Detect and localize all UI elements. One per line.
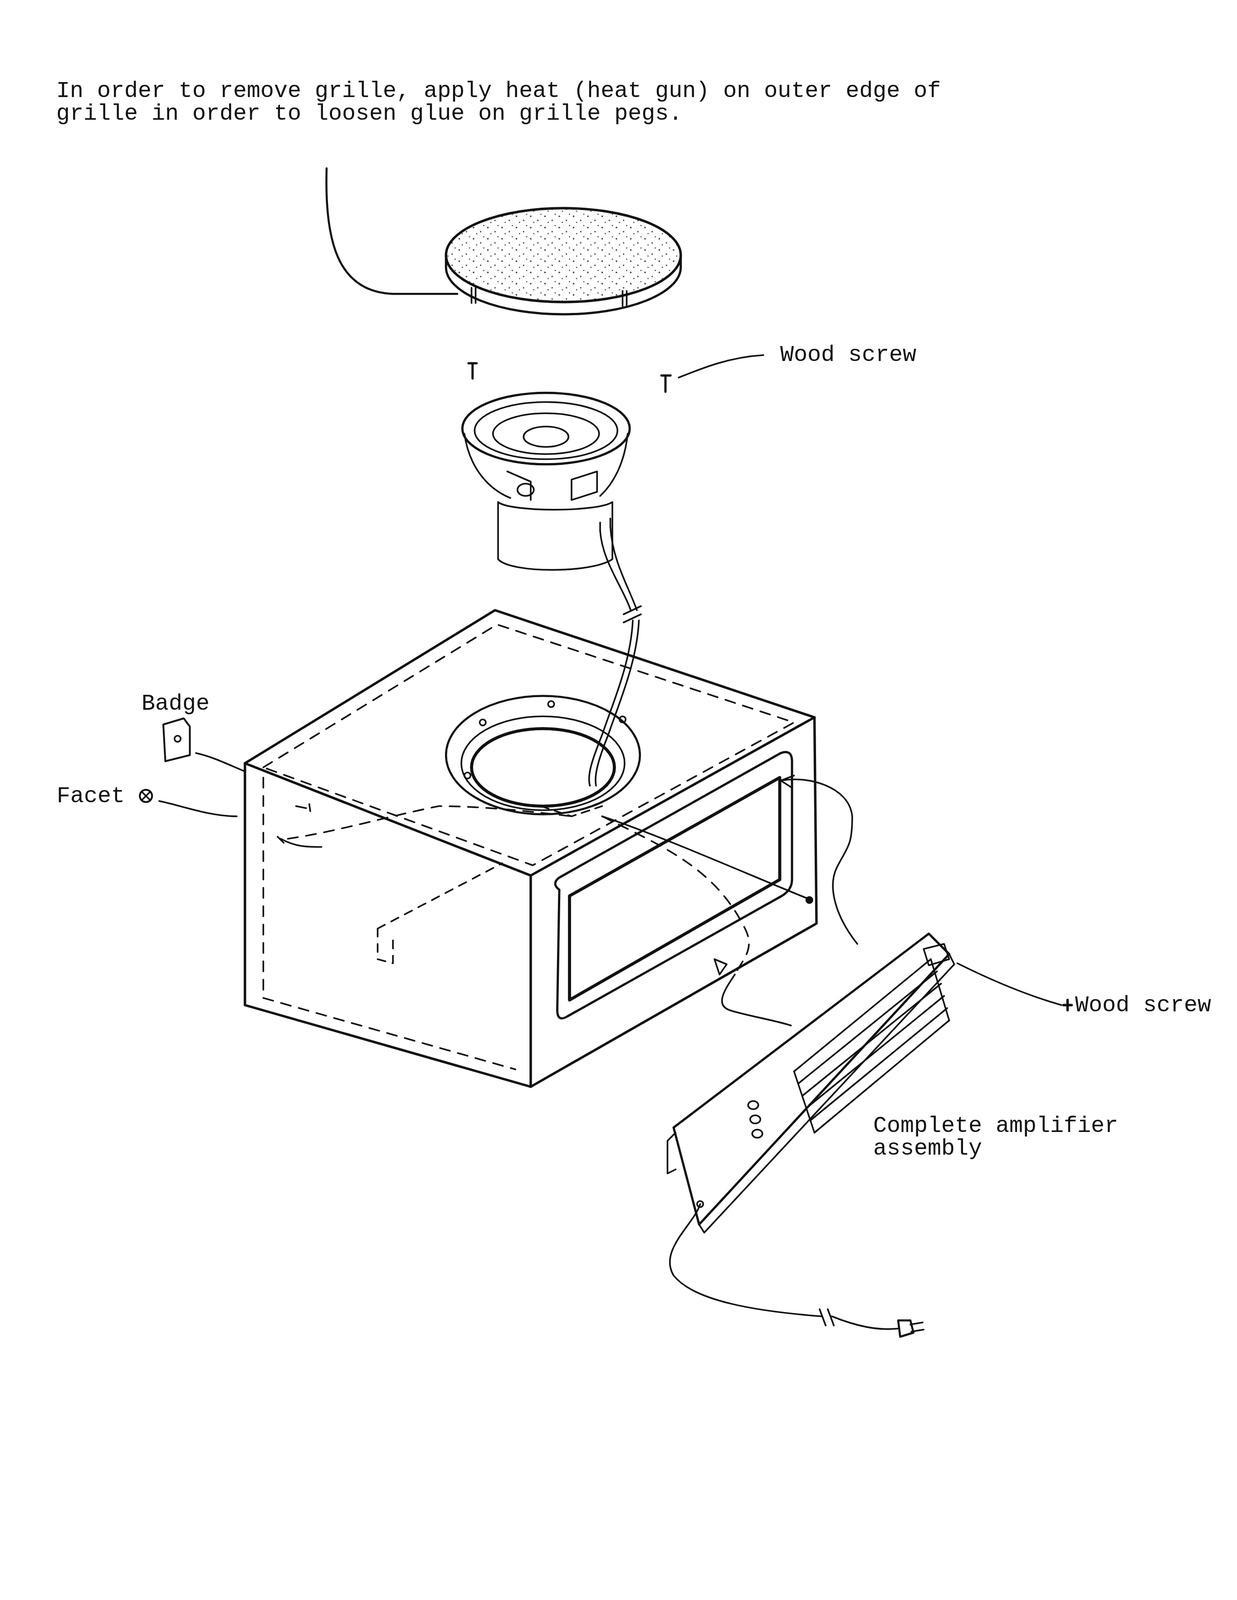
part-label: Wood screw — [780, 343, 971, 367]
part-label: Facet — [56, 785, 139, 808]
service-note: In order to remove grille, apply heat (h… — [56, 79, 969, 126]
part-label: Badge — [141, 692, 260, 716]
part-label: Wood screw — [1075, 994, 1225, 1017]
part-label: Complete amplifier assembly — [873, 1114, 1146, 1161]
